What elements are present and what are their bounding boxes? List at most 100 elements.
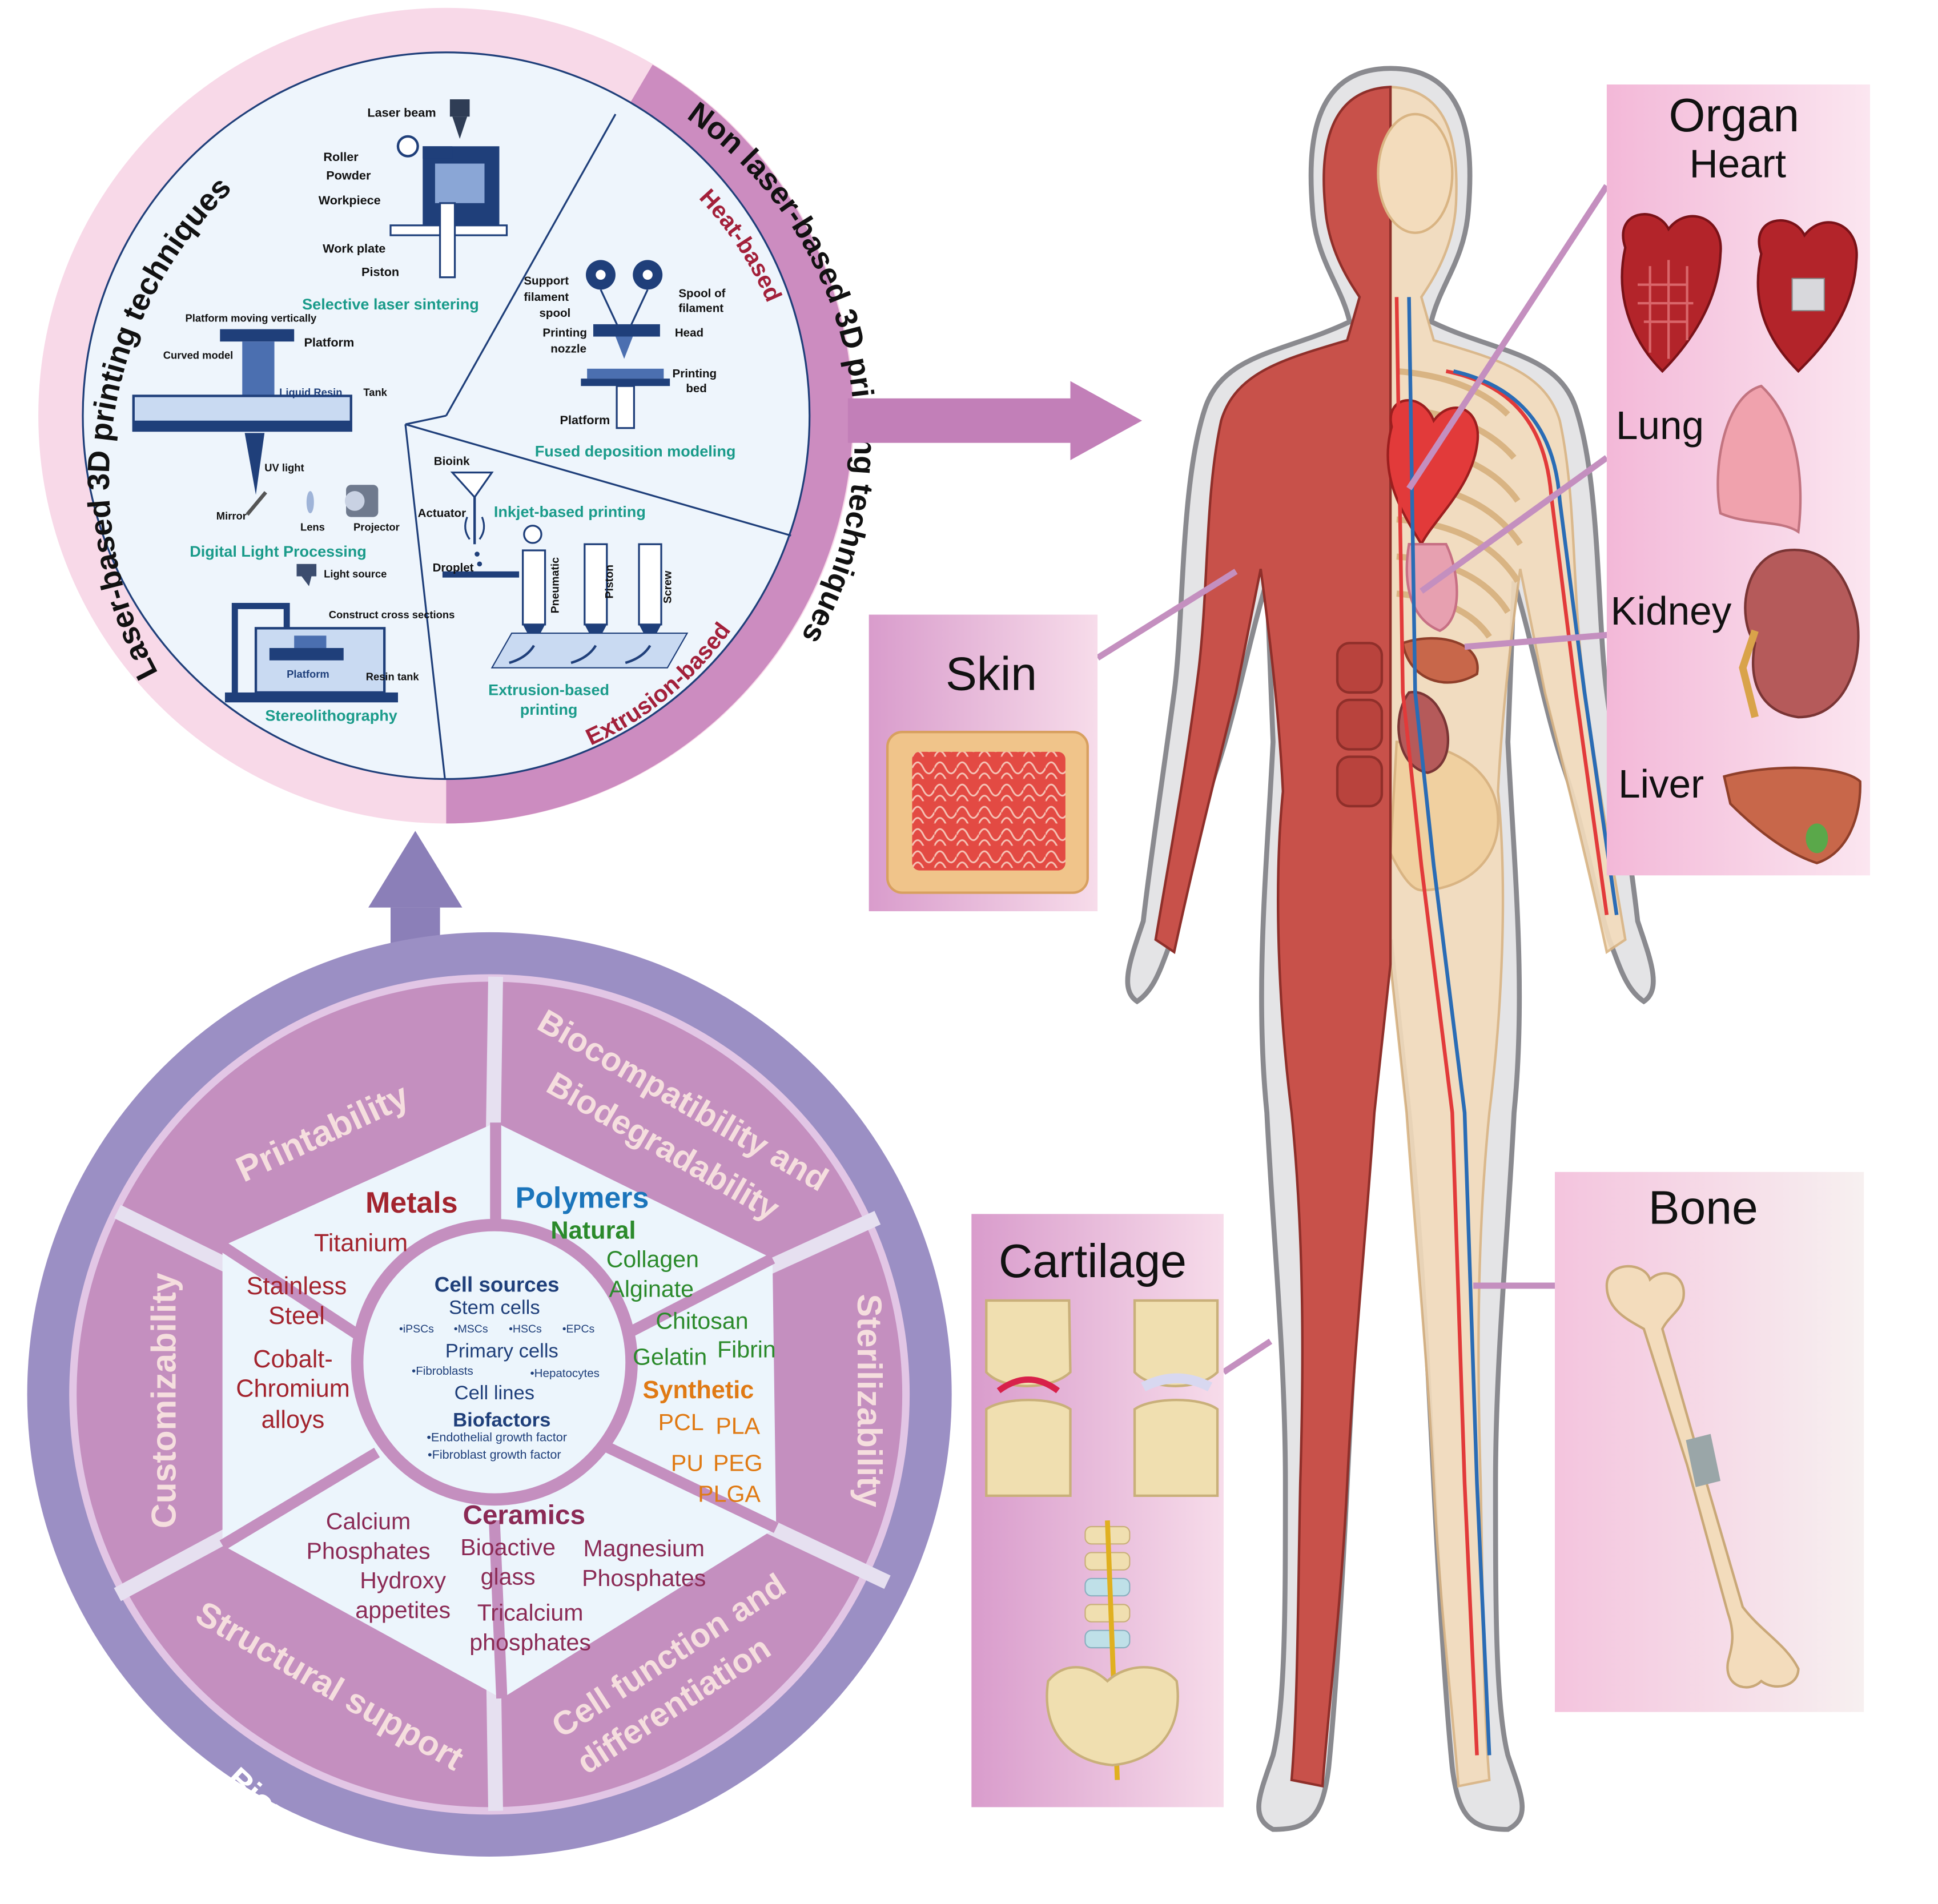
pelvis bbox=[1389, 740, 1499, 892]
seg-sterilizability: Sterilizability bbox=[850, 1294, 889, 1507]
bioink-wheel bbox=[27, 932, 952, 1857]
ceramic-item-7: phosphates bbox=[469, 1629, 591, 1655]
stem-type-1: •MSCs bbox=[454, 1323, 488, 1335]
synthetic-heading: Synthetic bbox=[643, 1376, 754, 1404]
natural-item-4: Fibrin bbox=[717, 1336, 776, 1362]
dlp-label-1: Platform bbox=[304, 335, 354, 349]
heart-title: Heart bbox=[1690, 141, 1786, 186]
inkjet-label-1: Actuator bbox=[418, 507, 466, 520]
ceramic-item-0: Calcium bbox=[326, 1508, 411, 1534]
kidney-icon bbox=[1744, 549, 1860, 719]
ceramic-item-3: appetites bbox=[355, 1597, 451, 1623]
sls-label-4: Work plate bbox=[323, 241, 385, 255]
ceramic-item-9: Phosphates bbox=[582, 1565, 706, 1591]
fdm-label-2: Head bbox=[675, 327, 703, 340]
stem-cells: Stem cells bbox=[449, 1297, 540, 1319]
fdm-label-5: Platform bbox=[560, 413, 610, 427]
knee-femur-2 bbox=[1133, 1299, 1219, 1387]
sls-title: Selective laser sintering bbox=[302, 296, 479, 313]
sls-label-2: Powder bbox=[326, 168, 371, 183]
fdm-label-0a: Support bbox=[524, 275, 569, 288]
extrusion-label-2: Screw bbox=[661, 570, 674, 603]
ceramics-heading: Ceramics bbox=[463, 1500, 585, 1531]
biofactor-item-1: •Fibroblast growth factor bbox=[428, 1447, 561, 1462]
muscle-half bbox=[1154, 86, 1392, 1788]
fdm-label-0c: spool bbox=[539, 307, 570, 320]
synthetic-item-0: PCL bbox=[658, 1409, 704, 1435]
ceramic-item-2: Hydroxy bbox=[360, 1567, 446, 1593]
cell-sources-disc bbox=[363, 1231, 626, 1494]
sla-title: Stereolithography bbox=[265, 707, 397, 724]
abdominal-muscles bbox=[1336, 642, 1384, 808]
cartilage-panel: Cartilage bbox=[971, 1214, 1224, 1808]
fdm-label-1a: Spool of bbox=[678, 287, 725, 300]
ceramic-item-1: Phosphates bbox=[306, 1537, 430, 1564]
metal-item-0: Titanium bbox=[314, 1229, 408, 1257]
extrusion-title-a: Extrusion-based bbox=[488, 681, 609, 698]
dlp-label-6: Mirror bbox=[216, 510, 247, 522]
biofactor-item-0: •Endothelial growth factor bbox=[427, 1430, 567, 1444]
biofactors-heading: Biofactors bbox=[453, 1410, 550, 1431]
metal-item-2: Steel bbox=[268, 1302, 325, 1330]
inkjet-label-2: Droplet bbox=[433, 561, 474, 574]
lung-icon bbox=[1716, 384, 1802, 534]
fdm-label-3b: nozzle bbox=[550, 343, 586, 356]
primary-cells: Primary cells bbox=[445, 1340, 558, 1362]
natural-item-2: Chitosan bbox=[656, 1308, 748, 1334]
sla-label-0: Light source bbox=[324, 568, 387, 580]
dlp-label-3: Liquid Resin bbox=[279, 386, 342, 398]
skin-title: Skin bbox=[946, 649, 1037, 701]
knee-femur-1 bbox=[985, 1299, 1072, 1387]
sla-illustration bbox=[224, 563, 398, 703]
natural-item-3: Gelatin bbox=[633, 1343, 707, 1370]
synthetic-item-1: PLA bbox=[715, 1413, 760, 1439]
bone-panel: Bone bbox=[1554, 1172, 1864, 1712]
primary-type-1: •Hepatocytes bbox=[530, 1367, 599, 1380]
dlp-label-5: UV light bbox=[264, 461, 304, 473]
ceramic-item-6: Tricalcium bbox=[477, 1600, 584, 1626]
fdm-label-4b: bed bbox=[686, 382, 707, 395]
cardiac-patch bbox=[1791, 277, 1825, 312]
extrusion-title-b: printing bbox=[520, 701, 578, 718]
metal-item-4: Chromium bbox=[236, 1375, 350, 1403]
fdm-label-1b: filament bbox=[678, 301, 723, 315]
divider-line bbox=[405, 414, 447, 425]
skull bbox=[1377, 112, 1454, 234]
gallbladder bbox=[1806, 823, 1828, 854]
divider-line bbox=[445, 114, 617, 416]
heart-scaffold-icon bbox=[1621, 213, 1722, 373]
lung-title: Lung bbox=[1616, 403, 1704, 448]
sla-label-3: Resin tank bbox=[366, 670, 420, 682]
sls-illustration bbox=[389, 99, 508, 279]
dlp-label-0: Platform moving vertically bbox=[186, 312, 317, 324]
metal-item-1: Stainless bbox=[247, 1273, 347, 1300]
spine-icon bbox=[1046, 1520, 1179, 1780]
human-body-illustration bbox=[1125, 66, 1656, 1832]
organ-panel: Organ Heart Lung Kidney Liver bbox=[1606, 84, 1870, 876]
ceramic-item-5: glass bbox=[481, 1564, 536, 1590]
fdm-label-3a: Printing bbox=[542, 327, 587, 340]
metals-heading: Metals bbox=[365, 1186, 458, 1219]
ceramic-item-8: Magnesium bbox=[583, 1535, 705, 1561]
sls-label-1: Roller bbox=[323, 150, 359, 164]
liver-title: Liver bbox=[1618, 762, 1704, 806]
arrow-right bbox=[847, 381, 1143, 461]
bone-title: Bone bbox=[1648, 1182, 1758, 1234]
natural-item-0: Collagen bbox=[606, 1246, 699, 1272]
dlp-illustration bbox=[132, 329, 379, 517]
stem-type-3: •EPCs bbox=[562, 1323, 595, 1335]
dlp-label-7: Lens bbox=[300, 521, 325, 533]
stem-type-2: •HSCs bbox=[509, 1323, 542, 1335]
skeleton-half bbox=[1389, 86, 1627, 1788]
sls-label-3: Workpiece bbox=[319, 193, 381, 207]
natural-heading: Natural bbox=[550, 1217, 636, 1245]
inkjet-extrusion-illustration bbox=[442, 472, 689, 669]
metal-item-3: Cobalt- bbox=[253, 1346, 333, 1373]
dlp-label-8: Projector bbox=[353, 521, 400, 533]
organ-title: Organ bbox=[1669, 90, 1800, 142]
sls-label-0: Laser beam bbox=[367, 105, 436, 119]
dlp-label-4: Tank bbox=[363, 386, 387, 398]
natural-item-1: Alginate bbox=[609, 1275, 694, 1302]
divider-line bbox=[404, 424, 446, 779]
